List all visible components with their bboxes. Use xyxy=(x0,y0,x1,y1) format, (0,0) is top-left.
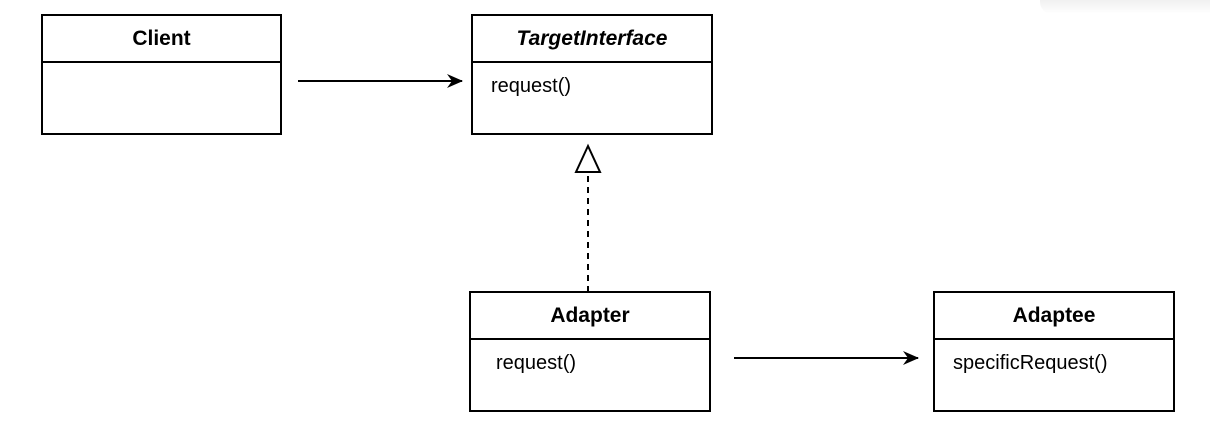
client-class-box[interactable]: Client xyxy=(41,14,282,135)
client-methods xyxy=(43,63,280,87)
window-edge-shadow xyxy=(1040,0,1210,14)
adaptee-class-box[interactable]: Adaptee specificRequest() xyxy=(933,291,1175,412)
adapter-methods: request() xyxy=(496,352,577,374)
target-interface-methods: request() xyxy=(491,75,572,97)
target-interface-box[interactable]: TargetInterface request() xyxy=(471,14,713,135)
client-class-name: Client xyxy=(43,16,280,63)
adaptee-class-name: Adaptee xyxy=(935,293,1173,340)
adapter-class-name: Adapter xyxy=(471,293,709,340)
realization-triangle-head xyxy=(574,143,602,173)
adapter-class-box[interactable]: Adapter request() xyxy=(469,291,711,412)
target-interface-name: TargetInterface xyxy=(473,16,711,63)
adaptee-methods: specificRequest() xyxy=(953,352,1108,374)
